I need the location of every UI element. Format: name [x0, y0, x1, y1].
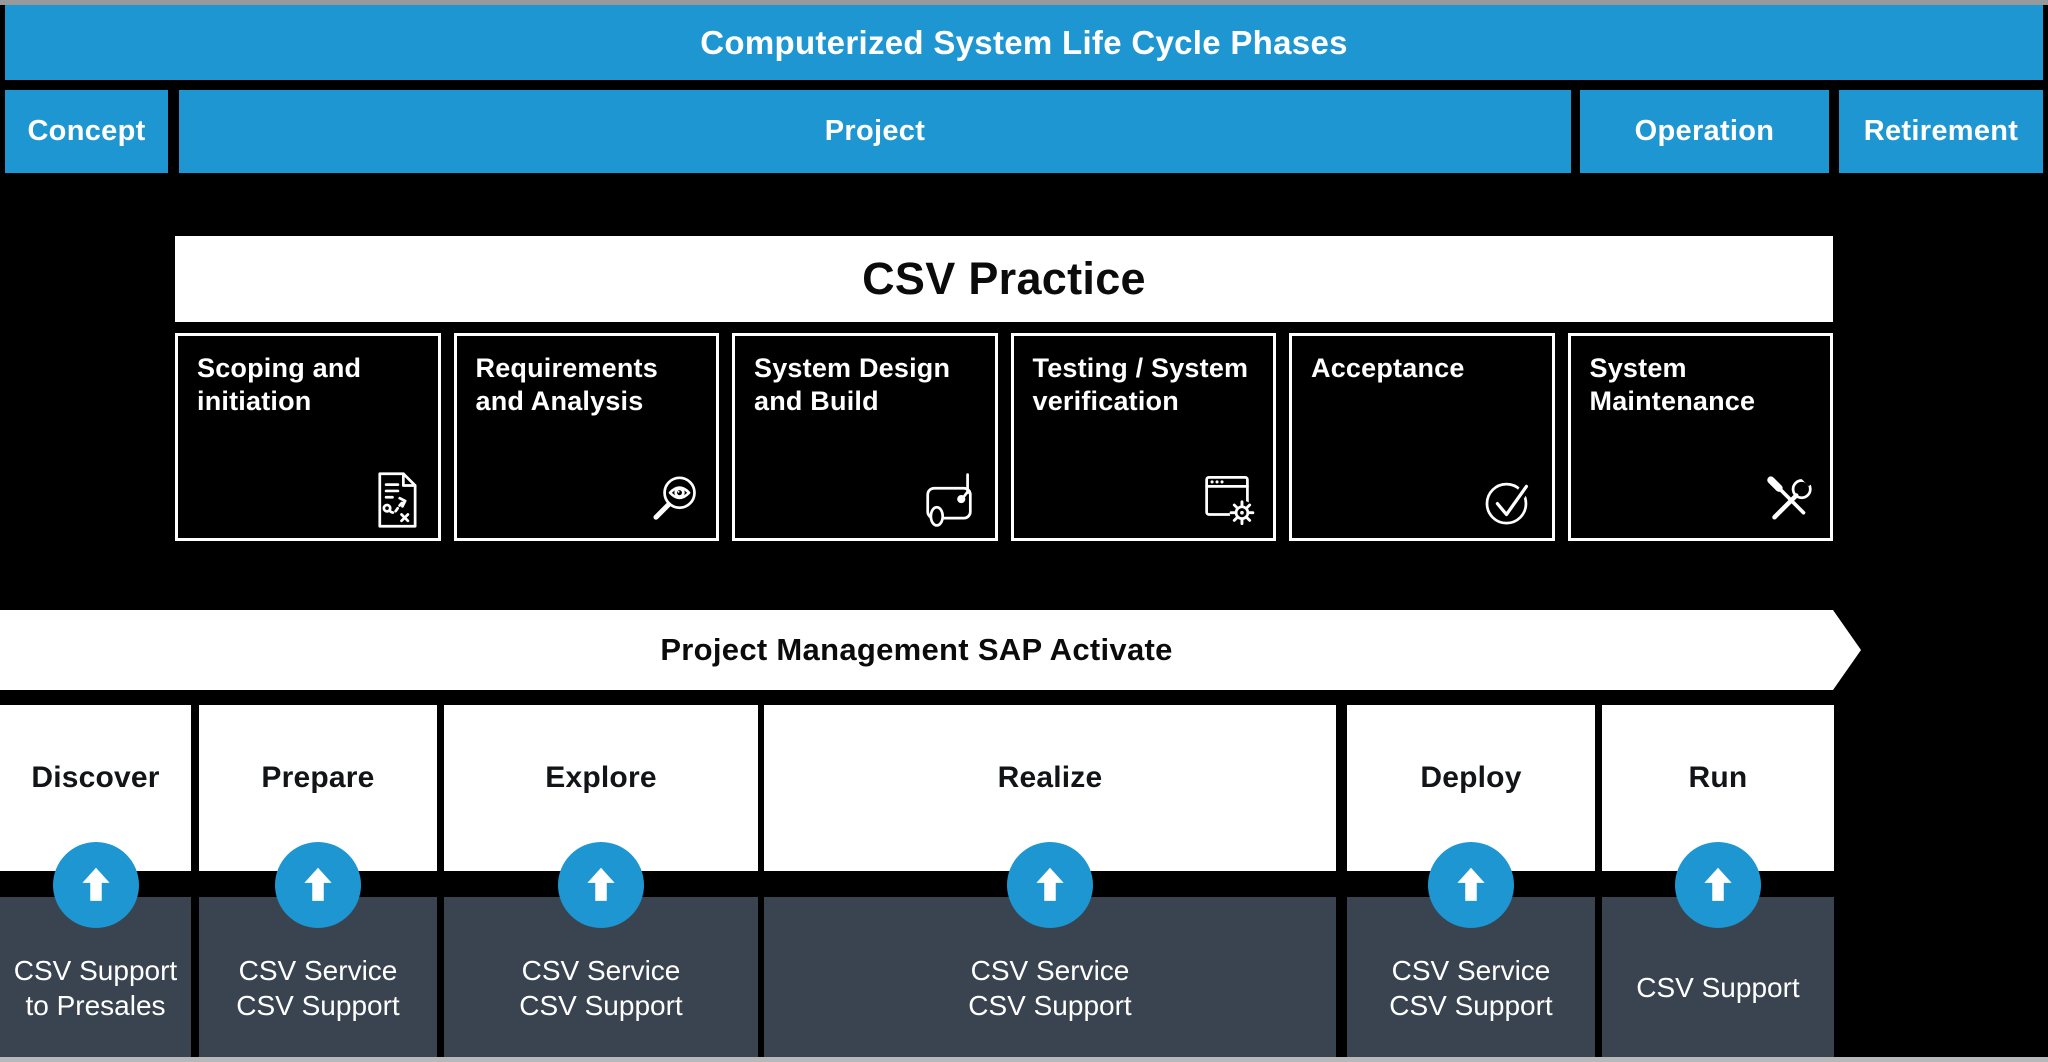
title-bar: Computerized System Life Cycle Phases	[5, 5, 2043, 80]
up-arrow-icon	[1704, 867, 1732, 901]
crossed-tools-icon	[1767, 471, 1817, 520]
csv-step-title: Scoping and initiation	[197, 353, 362, 416]
csv-step-system-maintenance: System Maintenance	[1567, 333, 1833, 541]
arrow-up-circle-icon	[275, 842, 361, 928]
lifecycle-phase-concept: Concept	[5, 90, 168, 173]
csv-practice-header: CSV Practice	[175, 236, 1833, 322]
support-line: CSV Support	[236, 989, 400, 1021]
up-arrow-icon	[1457, 867, 1485, 901]
arrow-up-circle-icon	[53, 842, 139, 928]
support-line: CSV Support	[519, 989, 683, 1021]
sap-phase-label: Deploy	[1420, 761, 1522, 794]
arrow-up-circle-icon	[1675, 842, 1761, 928]
phase-label: Concept	[27, 115, 146, 147]
sap-phase-label: Discover	[31, 761, 160, 794]
arrow-up-circle-icon	[558, 842, 644, 928]
strategy-document-icon	[377, 472, 416, 528]
csv-step-title: Acceptance	[1311, 353, 1465, 383]
csv-step-title: Requirements and Analysis	[475, 353, 658, 416]
arrow-up-circle-icon	[1428, 842, 1514, 928]
support-line: CSV Service	[970, 954, 1130, 986]
phase-label: Retirement	[1863, 115, 2019, 147]
csv-step-scoping-initiation: Scoping and initiation	[175, 333, 441, 541]
arrow-up-circle-icon	[1007, 842, 1093, 928]
csv-step-title: System Maintenance	[1589, 353, 1756, 416]
lifecycle-phase-project: Project	[179, 90, 1571, 173]
support-line: CSV Service	[238, 954, 398, 986]
csv-step-system-design-build: System Design and Build	[732, 333, 998, 541]
up-arrow-icon	[587, 867, 615, 901]
phase-label: Operation	[1634, 115, 1775, 147]
support-line: CSV Support	[1636, 972, 1800, 1003]
support-line: CSV Support	[1389, 989, 1553, 1021]
csv-step-title: System Design and Build	[754, 353, 951, 416]
csv-step-testing-verification: Testing / System verification	[1010, 333, 1276, 541]
up-arrow-icon	[1036, 867, 1064, 901]
pm-arrow-banner: Project Management SAP Activate	[0, 610, 1861, 690]
csv-step-title: Testing / System verification	[1032, 353, 1249, 416]
sap-phase-label: Realize	[997, 761, 1103, 794]
support-line: CSV Service	[521, 954, 681, 986]
csv-practice-title: CSV Practice	[862, 253, 1146, 304]
csv-step-requirements-analysis: Requirements and Analysis	[453, 333, 719, 541]
sap-phase-label: Prepare	[261, 761, 375, 794]
top-edge-strip	[0, 0, 2048, 5]
support-line: to Presales	[25, 989, 166, 1021]
up-arrow-icon	[304, 867, 332, 901]
support-line: CSV Support	[968, 989, 1132, 1021]
sap-phase-label: Run	[1688, 761, 1748, 794]
page-title: Computerized System Life Cycle Phases	[700, 23, 1348, 61]
lifecycle-phase-operation: Operation	[1580, 90, 1829, 173]
up-arrow-icon	[82, 867, 110, 901]
window-gear-icon	[1205, 475, 1255, 526]
csv-practice-steps-row: Scoping and initiation Requirements and …	[175, 333, 1833, 541]
support-line: CSV Service	[1391, 954, 1551, 986]
support-line: CSV Support	[13, 954, 178, 986]
phase-label: Project	[824, 115, 926, 147]
pm-banner-label: Project Management SAP Activate	[660, 632, 1173, 667]
lifecycle-phase-retirement: Retirement	[1839, 90, 2043, 173]
bottom-edge-strip	[0, 1057, 2048, 1062]
magnifier-eye-icon	[653, 476, 696, 520]
design-board-icon	[925, 473, 972, 527]
pm-arrow-banner-inner: Project Management SAP Activate	[0, 610, 1833, 690]
csv-step-acceptance: Acceptance	[1289, 333, 1555, 541]
check-circle-icon	[1485, 481, 1531, 525]
sap-phase-label: Explore	[545, 761, 657, 794]
